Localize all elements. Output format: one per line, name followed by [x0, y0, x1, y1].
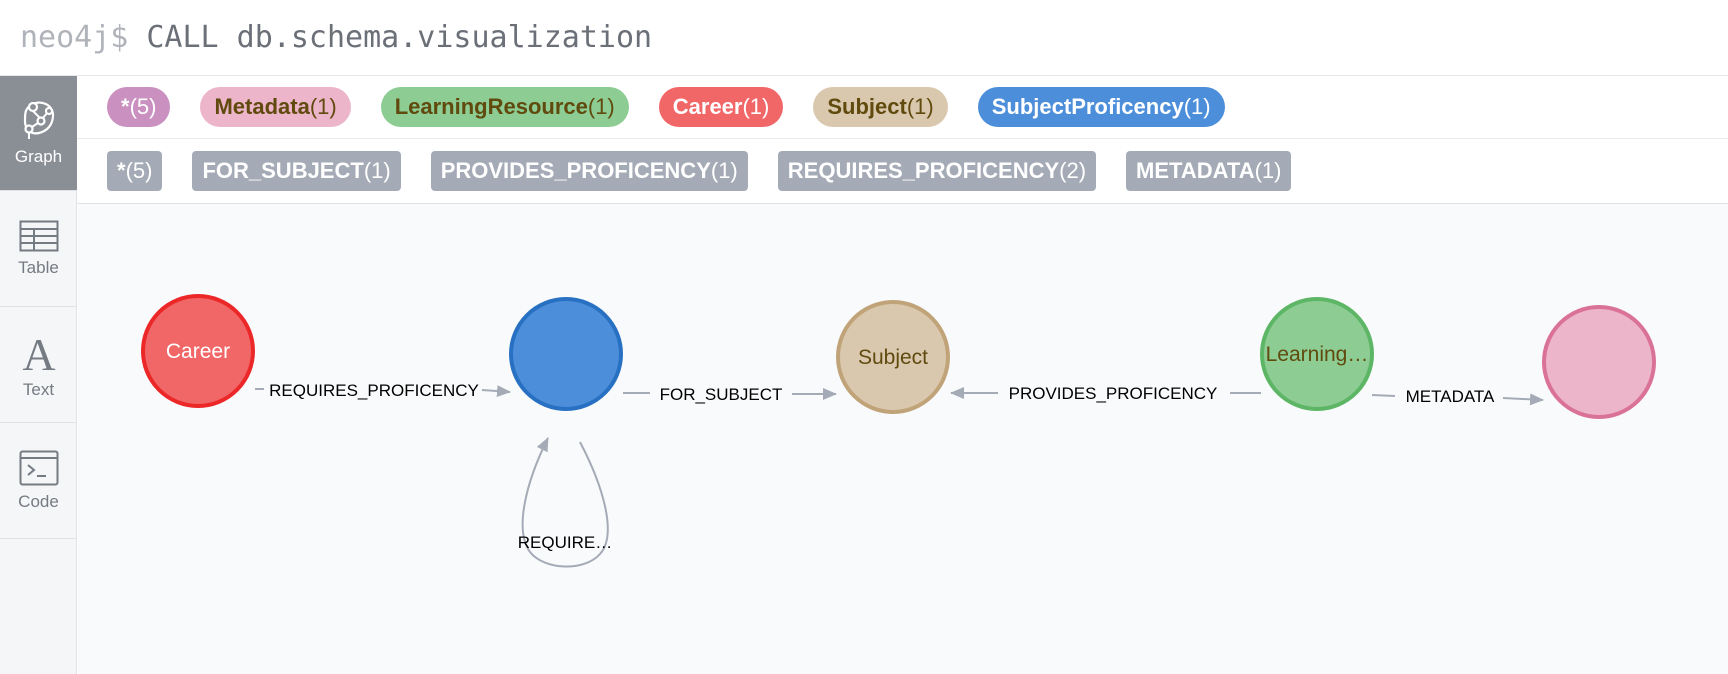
node-label-pill-learningresource[interactable]: LearningResource(1)	[380, 87, 629, 127]
pill-count: (5)	[129, 94, 157, 119]
tag-count: (1)	[710, 158, 738, 183]
node-learningresource[interactable]: Learning…	[1260, 297, 1374, 411]
pill-name: Career	[672, 94, 743, 119]
sidebar-item-label: Text	[22, 379, 55, 399]
table-icon	[19, 220, 59, 252]
pill-name: LearningResource	[394, 94, 588, 119]
relationship-metadata[interactable]: METADATA	[1371, 387, 1544, 406]
pill-count: (1)	[309, 94, 337, 119]
node-metadata[interactable]	[1542, 305, 1656, 419]
relationship-label: METADATA	[1406, 387, 1495, 406]
relationship-label: FOR_SUBJECT	[660, 385, 783, 404]
rel-type-tag-for-subject[interactable]: FOR_SUBJECT(1)	[192, 151, 401, 191]
pill-name: SubjectProficency	[991, 94, 1184, 119]
code-icon	[19, 450, 59, 486]
sidebar-item-label: Code	[18, 491, 59, 511]
node-career[interactable]: Career	[141, 294, 255, 408]
node-label-legend: *(5) Metadata(1) LearningResource(1) Car…	[77, 76, 1728, 139]
tag-name: *	[117, 158, 126, 183]
text-icon: A	[21, 330, 57, 374]
relationship-label: REQUIRES_PROFICENCY	[269, 381, 479, 400]
command-query[interactable]: CALL db.schema.visualization	[146, 20, 653, 55]
rel-type-tag-provides-proficency[interactable]: PROVIDES_PROFICENCY(1)	[430, 151, 748, 191]
legend-panel: *(5) Metadata(1) LearningResource(1) Car…	[77, 76, 1728, 204]
sidebar-item-label: Table	[18, 257, 59, 277]
node-subject[interactable]: Subject	[836, 300, 950, 414]
rel-type-tag-all[interactable]: *(5)	[107, 151, 163, 191]
tag-count: (1)	[1254, 158, 1282, 183]
sidebar-item-table[interactable]: Table	[0, 191, 77, 307]
relationship-label: PROVIDES_PROFICENCY	[1009, 384, 1218, 403]
command-prompt: neo4j$	[20, 20, 129, 55]
tag-name: PROVIDES_PROFICENCY	[440, 158, 711, 183]
svg-text:A: A	[22, 330, 55, 374]
relationship-type-legend: *(5) FOR_SUBJECT(1) PROVIDES_PROFICENCY(…	[77, 139, 1728, 204]
sidebar-item-code[interactable]: Code	[0, 423, 77, 539]
pill-name: Subject	[827, 94, 907, 119]
relationship-for-subject[interactable]: FOR_SUBJECT	[623, 385, 837, 404]
view-sidebar: Graph Table A Text	[0, 76, 77, 674]
graph-icon	[19, 99, 59, 141]
pill-count: (1)	[587, 94, 615, 119]
node-caption: Subject	[858, 346, 928, 369]
tag-name: METADATA	[1136, 158, 1255, 183]
node-caption: Learning…	[1266, 343, 1369, 366]
node-label-pill-subject[interactable]: Subject(1)	[813, 87, 948, 127]
node-caption: Career	[166, 340, 230, 363]
command-bar[interactable]: neo4j$ CALL db.schema.visualization	[0, 0, 1728, 76]
sidebar-item-text[interactable]: A Text	[0, 307, 77, 423]
graph-canvas[interactable]: REQUIRES_PROFICENCY FOR_SUBJECT PROVIDES…	[78, 204, 1728, 674]
relationship-provides-proficency[interactable]: PROVIDES_PROFICENCY	[950, 384, 1261, 403]
rel-type-tag-requires-proficency[interactable]: REQUIRES_PROFICENCY(2)	[777, 151, 1097, 191]
node-label-pill-subjectproficency[interactable]: SubjectProficency(1)	[977, 87, 1225, 127]
pill-count: (1)	[906, 94, 934, 119]
pill-name: Metadata	[214, 94, 310, 119]
pill-name: *	[121, 94, 130, 119]
node-label-pill-metadata[interactable]: Metadata(1)	[200, 87, 351, 127]
relationship-self-loop[interactable]: REQUIRE…	[518, 437, 612, 568]
node-subjectproficency[interactable]	[509, 297, 623, 411]
relationship-label: REQUIRE…	[518, 533, 612, 552]
pill-count: (1)	[742, 94, 770, 119]
pill-count: (1)	[1183, 94, 1211, 119]
graph-svg[interactable]: REQUIRES_PROFICENCY FOR_SUBJECT PROVIDES…	[78, 204, 1728, 674]
tag-count: (1)	[363, 158, 391, 183]
tag-count: (5)	[125, 158, 153, 183]
tag-count: (2)	[1059, 158, 1087, 183]
sidebar-item-label: Graph	[14, 147, 63, 166]
sidebar-item-graph[interactable]: Graph	[0, 76, 77, 191]
tag-name: FOR_SUBJECT	[202, 158, 364, 183]
node-label-pill-all[interactable]: *(5)	[107, 87, 171, 127]
rel-type-tag-metadata[interactable]: METADATA(1)	[1126, 151, 1292, 191]
node-label-pill-career[interactable]: Career(1)	[658, 87, 784, 127]
relationship-requires-proficency[interactable]: REQUIRES_PROFICENCY	[255, 381, 511, 400]
tag-name: REQUIRES_PROFICENCY	[787, 158, 1060, 183]
